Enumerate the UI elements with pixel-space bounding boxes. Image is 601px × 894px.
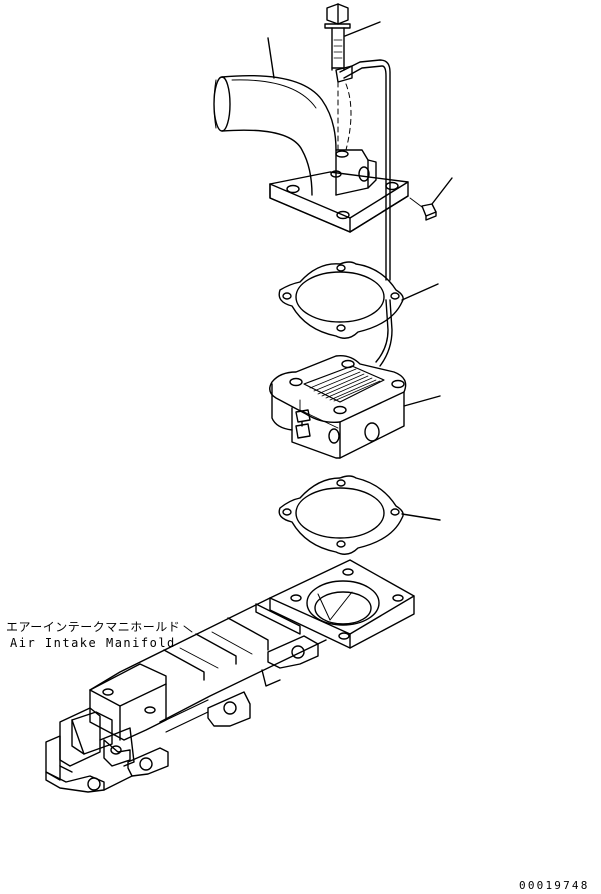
drawing-number: 00019748 (519, 879, 590, 892)
upper-gasket (278, 261, 404, 339)
leader-line-nut (431, 177, 453, 205)
leader-line-bolt (344, 21, 381, 37)
leader-line-heater (403, 395, 441, 407)
intake-elbow-pipe (213, 74, 409, 233)
manifold-label-english: Air Intake Manifold (10, 636, 176, 650)
leader-line-manifold (183, 625, 193, 633)
intake-heater-block (269, 354, 407, 459)
leader-line-lower-gasket (401, 513, 441, 521)
terminal-nut (409, 197, 437, 221)
leader-line-elbow (267, 37, 275, 79)
heater-wire (335, 59, 393, 367)
bolt (324, 3, 351, 71)
leader-line-upper-gasket (401, 283, 439, 301)
lower-gasket (278, 475, 404, 555)
air-intake-manifold (45, 559, 415, 793)
manifold-label-japanese: エアーインテークマニホールド (6, 620, 181, 634)
